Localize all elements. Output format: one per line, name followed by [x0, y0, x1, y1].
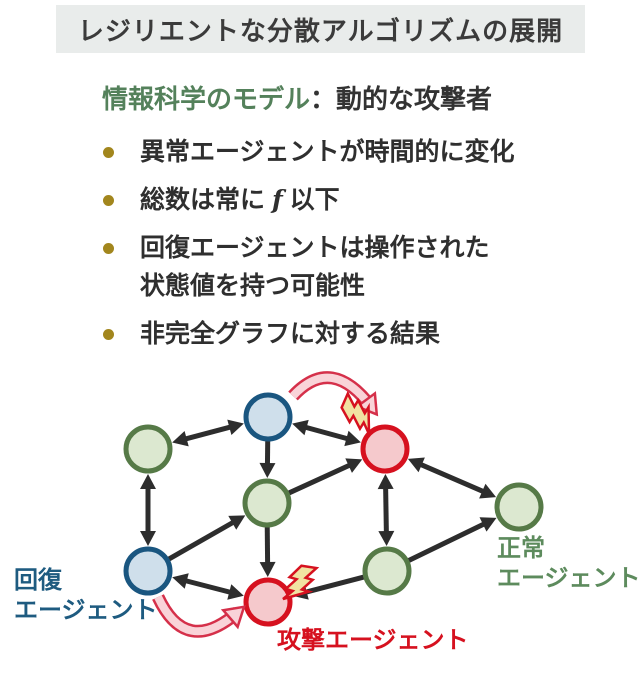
arrowhead — [227, 419, 244, 436]
list-item: 回復エージェントは操作された 状態値を持つ可能性 — [103, 229, 583, 305]
slide-title: レジリエントな分散アルゴリズムの展開 — [77, 15, 564, 46]
recovered-agent-label: 回復 エージェント — [14, 567, 158, 624]
bidirectional-edge — [383, 484, 389, 536]
arrowhead — [259, 462, 276, 479]
arrowhead — [378, 530, 395, 547]
math-variable-f: f — [271, 185, 283, 214]
directed-edge — [302, 574, 366, 596]
list-item: 総数は常に f 以下 — [103, 181, 583, 219]
bullet-list: 異常エージェントが時間的に変化 総数は常に f 以下 回復エージェントは操作され… — [103, 133, 583, 363]
bidirectional-edge — [182, 577, 234, 596]
bidirectional-edge — [302, 424, 351, 442]
arrowhead — [344, 430, 361, 447]
bidirectional-edge — [182, 423, 234, 443]
bullet-text: 総数は常に — [140, 186, 272, 214]
bullet-text: 非完全グラフに対する結果 — [140, 320, 441, 348]
arrowhead — [292, 419, 309, 436]
arrowhead — [479, 517, 497, 532]
arrowhead — [172, 430, 189, 447]
subtitle-highlight: 情報科学のモデル — [102, 84, 311, 114]
arrowhead — [377, 473, 394, 490]
node-normal-agent — [362, 546, 412, 596]
directed-edge — [286, 461, 354, 496]
attack-move-arrow-fill — [290, 373, 376, 411]
attack-move-arrow-fill — [154, 595, 241, 636]
arrowhead — [479, 483, 497, 499]
bullet-text: 異常エージェントが時間的に変化 — [140, 138, 515, 166]
normal-agent-label: 正常 エージェント — [497, 535, 640, 592]
arrowhead — [172, 573, 189, 589]
directed-edge — [406, 520, 488, 564]
arrowhead — [345, 458, 363, 473]
node-normal-agent — [242, 478, 292, 528]
attack-agent-label: 攻撃エージェント — [277, 627, 469, 654]
bullet-dot-icon — [103, 147, 114, 158]
bullet-dot-icon — [103, 195, 114, 206]
node-recovered-agent — [243, 392, 293, 442]
bullet-dot-icon — [103, 329, 114, 340]
arrowhead — [140, 531, 156, 546]
lightning-bolt-icon — [282, 564, 320, 601]
node-attack-agent — [360, 424, 410, 474]
node-recovered-agent — [123, 546, 173, 596]
subtitle-rest: ：動的な攻撃者 — [310, 84, 493, 114]
node-normal-agent — [123, 424, 173, 474]
arrowhead — [227, 584, 244, 600]
bullet-text: 回復エージェントは操作された — [140, 234, 490, 262]
arrowhead — [407, 457, 425, 473]
arrowhead — [259, 561, 276, 578]
bullet-dot-icon — [103, 243, 114, 254]
node-attack-agent — [243, 577, 293, 627]
arrowhead — [140, 474, 156, 489]
list-item: 非完全グラフに対する結果 — [103, 315, 583, 353]
section-subtitle: 情報科学のモデル：動的な攻撃者 — [102, 79, 492, 116]
arrowhead — [228, 515, 246, 530]
bullet-text: 以下 — [282, 186, 340, 214]
bidirectional-edge — [417, 461, 487, 495]
list-item: 異常エージェントが時間的に変化 — [103, 133, 583, 171]
bullet-text: 状態値を持つ可能性 — [140, 272, 366, 300]
node-normal-agent — [494, 482, 544, 532]
attack-move-arrowhead — [220, 605, 246, 630]
lightning-bolt-icon — [340, 390, 371, 435]
slide-title-banner: レジリエントな分散アルゴリズムの展開 — [56, 5, 585, 53]
directed-edge — [166, 518, 237, 562]
